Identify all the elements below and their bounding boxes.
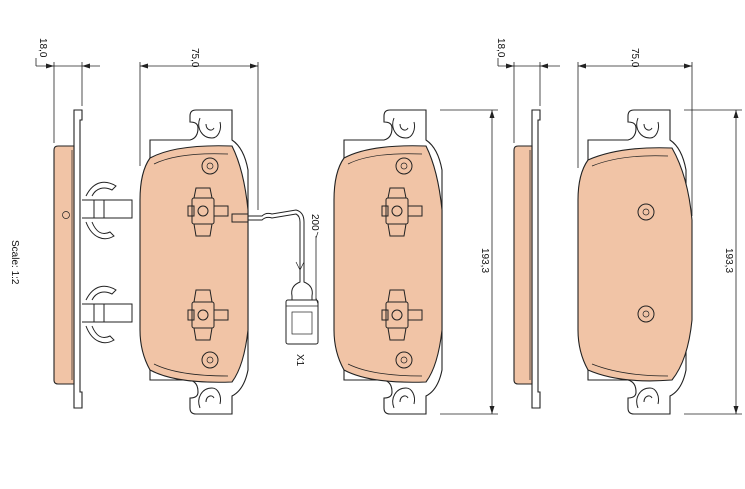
- right-height-dimension: [684, 109, 742, 415]
- left-thickness-label: 18,0: [37, 38, 48, 58]
- scale-label: Scale: 1:2: [9, 240, 20, 285]
- sensor-connector: [285, 299, 319, 345]
- left-pad-side-view: [35, 58, 133, 409]
- left-width-label: 75,0: [189, 48, 200, 68]
- connector-label: X1: [294, 354, 305, 367]
- left-pad-front-view: [139, 109, 249, 415]
- right-width-dimension: [577, 62, 693, 216]
- right-thickness-label: 18,0: [495, 38, 506, 58]
- pad1-lower-mount: [187, 289, 229, 341]
- pad2-upper-mount: [381, 187, 423, 237]
- right-pad-front-view: [577, 109, 693, 415]
- center-pad-front-view: [333, 109, 443, 415]
- pad2-lower-mount: [381, 289, 423, 341]
- left-height-dimension: [440, 109, 498, 415]
- lower-spring-clip: [82, 285, 133, 344]
- right-height-label: 193,3: [723, 248, 734, 273]
- wear-sensor-wire: [248, 209, 319, 345]
- upper-spring-clip: [82, 181, 133, 240]
- left-width-dimension: [139, 62, 259, 210]
- wire-length-label: 200: [309, 214, 320, 231]
- left-height-label: 193,3: [479, 248, 490, 273]
- right-pad-side-view: [497, 58, 560, 409]
- pad1-upper-mount: [187, 187, 229, 237]
- right-width-label: 75,0: [629, 48, 640, 68]
